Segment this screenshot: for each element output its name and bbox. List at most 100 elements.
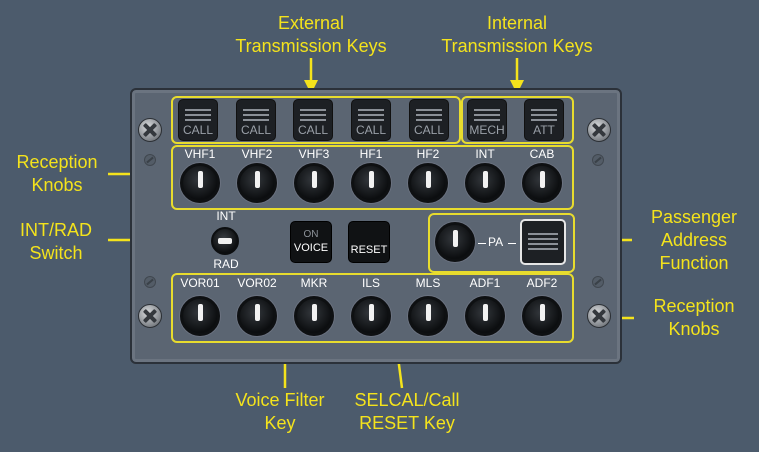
knob-label: ADF2 xyxy=(526,276,558,290)
external-keys-highlight xyxy=(171,96,461,144)
callout-voice-filter-key: Voice Filter Key xyxy=(220,389,340,435)
callout-line: Internal xyxy=(486,13,548,33)
key-light-icon xyxy=(528,233,558,251)
callout-line: Transmission Keys xyxy=(441,36,593,56)
callout-line: Knobs xyxy=(31,175,83,195)
knob-label: VOR01 xyxy=(180,276,220,290)
int-rad-switch[interactable] xyxy=(211,227,239,255)
hf1-reception-knob[interactable] xyxy=(351,163,391,203)
callout-line: SELCAL/Call xyxy=(354,390,460,410)
internal-keys-highlight xyxy=(461,96,574,144)
callout-line: RESET Key xyxy=(359,413,455,433)
callout-line: External xyxy=(277,13,345,33)
vhf3-reception-knob[interactable] xyxy=(294,163,334,203)
pa-transmission-key[interactable] xyxy=(520,219,566,265)
knob-label: INT xyxy=(475,147,495,161)
vor01-reception-knob[interactable] xyxy=(180,296,220,336)
mls-reception-knob[interactable] xyxy=(408,296,448,336)
knob-label: VHF3 xyxy=(298,147,330,161)
adf2-reception-knob[interactable] xyxy=(522,296,562,336)
key-label: CALL xyxy=(413,123,445,137)
reset-key-label: RESET xyxy=(350,244,388,256)
key-label: MECH xyxy=(469,123,505,137)
key-label: CALL xyxy=(182,123,214,137)
call-key-3[interactable]: CALL xyxy=(293,99,333,141)
callout-line: Function xyxy=(659,253,729,273)
callout-line: Reception xyxy=(653,296,735,316)
key-light-icon xyxy=(358,109,384,123)
knob-label: VHF1 xyxy=(184,147,216,161)
voice-on-indicator: ON xyxy=(303,229,319,240)
key-light-icon xyxy=(416,109,442,123)
callout-line: Transmission Keys xyxy=(235,36,387,56)
pa-label: PA xyxy=(488,235,504,249)
panel-screw-icon xyxy=(138,118,162,142)
panel-screw-icon xyxy=(587,304,611,328)
key-label: CALL xyxy=(240,123,272,137)
key-light-icon xyxy=(185,109,211,123)
int-rad-bottom-label: RAD xyxy=(213,257,239,271)
callout-passenger-address-function: Passenger Address Function xyxy=(634,206,754,275)
key-light-icon xyxy=(474,109,500,123)
callout-line: Voice Filter xyxy=(235,390,325,410)
ils-reception-knob[interactable] xyxy=(351,296,391,336)
panel-screw-icon xyxy=(587,118,611,142)
mech-key[interactable]: MECH xyxy=(467,99,507,141)
callout-external-transmission-keys: External Transmission Keys xyxy=(222,12,400,58)
callout-line: Switch xyxy=(29,243,83,263)
callout-line: Address xyxy=(660,230,728,250)
pa-volume-knob[interactable] xyxy=(435,222,475,262)
knob-label: MKR xyxy=(300,276,328,290)
vor02-reception-knob[interactable] xyxy=(237,296,277,336)
call-key-4[interactable]: CALL xyxy=(351,99,391,141)
callout-reception-knobs-top: Reception Knobs xyxy=(5,151,109,197)
panel-screw-icon xyxy=(138,304,162,328)
knob-label: VOR02 xyxy=(237,276,277,290)
vhf1-reception-knob[interactable] xyxy=(180,163,220,203)
panel-bolt-icon xyxy=(592,276,604,288)
panel-bolt-icon xyxy=(144,276,156,288)
pa-divider-left xyxy=(478,243,486,244)
callout-selcal-reset-key: SELCAL/Call RESET Key xyxy=(342,389,472,435)
knob-label: HF1 xyxy=(359,147,383,161)
call-key-1[interactable]: CALL xyxy=(178,99,218,141)
callout-int-rad-switch: INT/RAD Switch xyxy=(6,219,106,265)
call-key-5[interactable]: CALL xyxy=(409,99,449,141)
key-light-icon xyxy=(531,109,557,123)
cab-reception-knob[interactable] xyxy=(522,163,562,203)
pa-divider-right xyxy=(508,243,516,244)
selcal-reset-key[interactable]: RESET xyxy=(348,221,390,263)
knob-label: MLS xyxy=(415,276,441,290)
passenger-address-highlight xyxy=(428,213,575,273)
att-key[interactable]: ATT xyxy=(524,99,564,141)
panel-bolt-icon xyxy=(592,154,604,166)
adf1-reception-knob[interactable] xyxy=(465,296,505,336)
vhf2-reception-knob[interactable] xyxy=(237,163,277,203)
callout-reception-knobs-bottom: Reception Knobs xyxy=(636,295,752,341)
key-light-icon xyxy=(300,109,326,123)
voice-key-label: VOICE xyxy=(293,242,329,254)
callout-line: Knobs xyxy=(668,319,720,339)
mkr-reception-knob[interactable] xyxy=(294,296,334,336)
callout-line: Key xyxy=(264,413,296,433)
key-label: CALL xyxy=(297,123,329,137)
panel-bolt-icon xyxy=(144,154,156,166)
callout-line: Reception xyxy=(16,152,98,172)
hf2-reception-knob[interactable] xyxy=(408,163,448,203)
knob-label: HF2 xyxy=(416,147,440,161)
reception-knobs-top-highlight xyxy=(171,145,574,210)
voice-filter-key[interactable]: ON VOICE xyxy=(290,221,332,263)
key-light-icon xyxy=(243,109,269,123)
switch-lever-icon xyxy=(218,238,232,244)
call-key-2[interactable]: CALL xyxy=(236,99,276,141)
int-rad-top-label: INT xyxy=(216,209,236,223)
knob-label: CAB xyxy=(529,147,555,161)
int-reception-knob[interactable] xyxy=(465,163,505,203)
callout-line: INT/RAD xyxy=(20,220,92,240)
knob-label: VHF2 xyxy=(241,147,273,161)
key-label: CALL xyxy=(355,123,387,137)
callout-internal-transmission-keys: Internal Transmission Keys xyxy=(432,12,602,58)
reception-knobs-bottom-highlight xyxy=(171,273,574,343)
callout-line: Passenger xyxy=(650,207,738,227)
key-label: ATT xyxy=(533,123,555,137)
